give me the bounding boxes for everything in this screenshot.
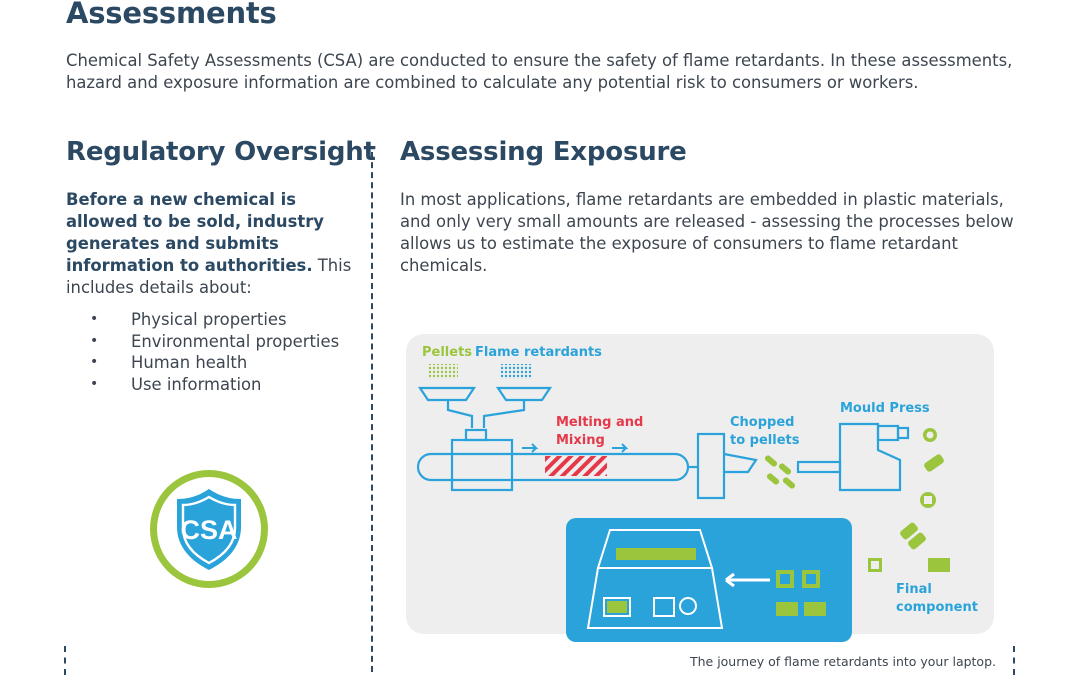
melting-hatch — [545, 456, 607, 476]
page-title: Assessments — [66, 0, 277, 30]
list-item-text: Use information — [131, 375, 262, 395]
details-list: • Physical properties • Environmental prop… — [90, 309, 339, 396]
exposure-paragraph: In most applications, flame retardants a… — [400, 190, 1014, 275]
pellets-dots-icon — [428, 364, 458, 379]
list-item-text: Environmental properties — [131, 331, 340, 351]
hopper-icon — [417, 386, 553, 428]
final-label-1: Final — [896, 582, 932, 597]
process-diagram: Pellets Flame retardants Melting and Mix… — [406, 334, 994, 642]
csa-shield-badge-icon: CSA — [150, 470, 268, 588]
column-divider — [371, 152, 373, 672]
chips-icon — [776, 570, 826, 616]
list-item: • Use information — [90, 374, 339, 396]
bullet-icon: • — [90, 376, 99, 393]
bullet-icon: • — [90, 354, 99, 371]
regulatory-lead-bold: Before a new chemical is allowed to be s… — [66, 190, 324, 275]
pellets-label: Pellets — [422, 345, 472, 360]
left-edge-divider — [64, 646, 66, 675]
arrow-left-icon — [725, 572, 770, 588]
final-label-2: component — [896, 600, 978, 615]
regulatory-lead-rest: This includes details about: — [66, 256, 352, 297]
list-item: • Physical properties — [90, 309, 339, 331]
diagram-caption: The journey of flame retardants into you… — [689, 654, 996, 669]
chopped-label-2: to pellets — [730, 433, 800, 448]
list-item: • Environmental properties — [90, 331, 339, 353]
flame-retardants-label: Flame retardants — [475, 345, 602, 360]
mould-press-label: Mould Press — [840, 401, 930, 416]
right-edge-divider — [1013, 646, 1015, 675]
bullet-icon: • — [90, 332, 99, 349]
regulatory-heading: Regulatory Oversight — [66, 137, 376, 167]
laptop-icon — [586, 529, 724, 629]
melting-label-2: Mixing — [556, 433, 605, 448]
melting-label-1: Melting and — [556, 415, 643, 430]
mould-press-icon — [796, 422, 910, 492]
chopped-pellets-icon — [764, 455, 796, 489]
laptop-chip — [607, 601, 627, 613]
regulatory-paragraph: Before a new chemical is allowed to be s… — [66, 189, 358, 299]
list-item: • Human health — [90, 352, 339, 374]
bullet-icon: • — [90, 311, 99, 327]
intro-paragraph: Chemical Safety Assessments (CSA) are co… — [66, 51, 1013, 92]
badge-label: CSA — [180, 515, 237, 545]
list-item-text: Physical properties — [131, 310, 287, 329]
exposure-heading: Assessing Exposure — [400, 137, 687, 167]
components-icon — [868, 428, 950, 572]
flame-retardant-dots-icon — [500, 364, 532, 379]
chopped-label-1: Chopped — [730, 415, 794, 430]
extruder-icon — [416, 428, 698, 492]
flow-arrows-icon — [522, 443, 629, 453]
list-item-text: Human health — [131, 353, 248, 373]
chopper-icon — [696, 432, 758, 500]
